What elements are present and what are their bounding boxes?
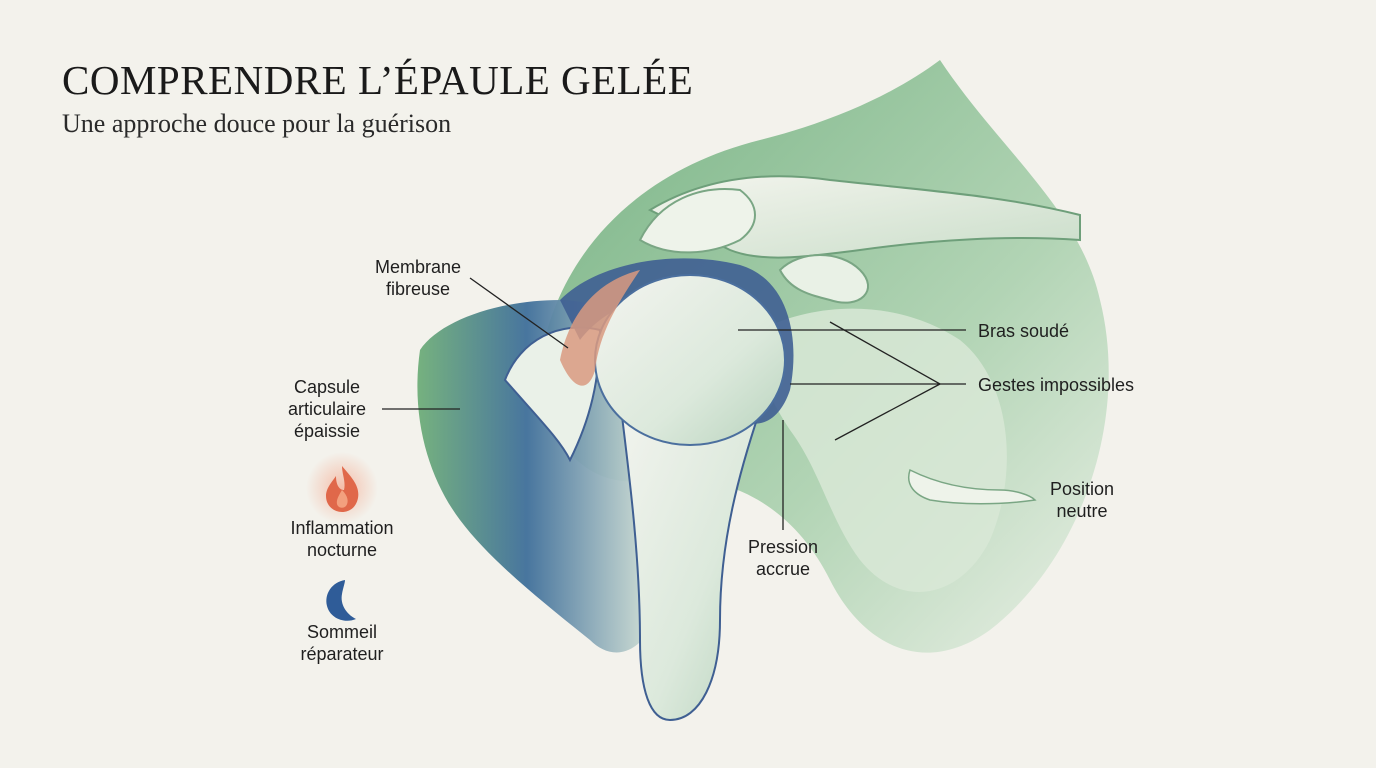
label-bras-soude: Bras soudé [978,321,1070,341]
coracoid [778,254,870,304]
humeral-head [594,274,786,446]
inflamed-membrane [560,270,640,386]
page-subtitle: Une approche douce pour la guérison [62,109,452,138]
label-pression: Pression accrue [747,537,819,579]
label-membrane: Membrane fibreuse [374,257,462,299]
crescent-moon-icon [326,580,356,621]
leader-gestes-3 [834,383,941,441]
flame-icon [306,452,378,524]
hand-sketch [908,468,1037,505]
leader-gestes-2 [829,321,941,385]
label-inflammation: Inflammation nocturne [290,518,394,560]
label-capsule: Capsule articulaire épaissie [287,377,367,441]
leader-membrane [469,277,569,349]
label-sommeil: Sommeil réparateur [300,622,384,664]
page-title: COMPRENDRE L’ÉPAULE GELÉE [62,57,694,103]
scapula-body [757,308,1007,593]
label-gestes: Gestes impossibles [978,375,1135,395]
acromion [638,188,756,254]
label-position: Position neutre [1049,479,1115,521]
